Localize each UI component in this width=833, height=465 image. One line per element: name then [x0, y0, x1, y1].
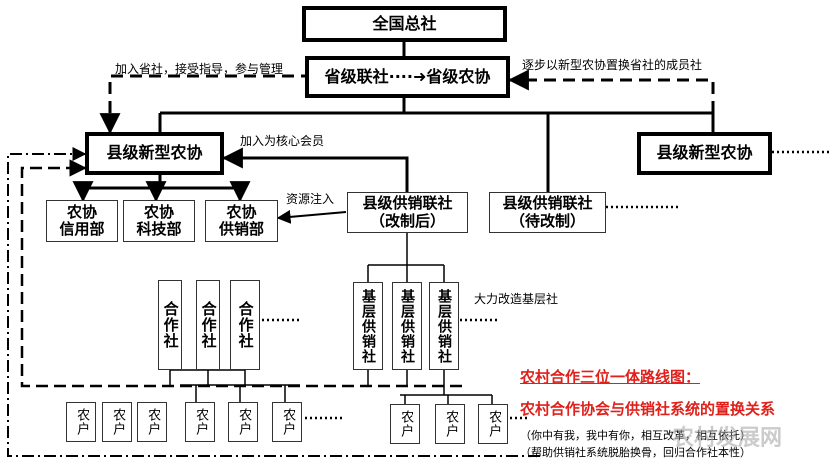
farmer-box: 农户 — [102, 402, 132, 442]
provincial-lianshe-label: 省级联社 — [324, 66, 389, 86]
legend-note-2: （帮助供销社系统脱胎换骨，回归合作社本性） — [520, 446, 751, 459]
farmer-box: 农户 — [66, 402, 96, 442]
county-left-label: 县级新型农协 — [106, 143, 203, 163]
county-right-label: 县级新型农协 — [656, 143, 753, 163]
credit-department-box: 农协 信用部 — [46, 200, 118, 242]
reform-grassroots-label: 大力改造基层社 — [474, 292, 559, 306]
county-supply-pending-box: 县级供销联社 （待改制） — [489, 192, 606, 233]
provincial-node: 省级联社 ····➜ 省级农协 — [305, 56, 510, 98]
legend-note-1: （你中有我，我中有你，相互改革，相互依托） — [520, 429, 751, 442]
watermark-logo: 农村发展网 — [672, 426, 783, 451]
national-federation-label: 全国总社 — [372, 13, 437, 33]
legend-title: 农村合作三位一体路线图： — [520, 368, 701, 386]
county-new-association-right: 县级新型农协 — [637, 132, 772, 175]
resource-injection-label: 资源注入 — [286, 192, 335, 206]
replace-members-label: 逐步以新型农协置换省社的成员社 — [522, 58, 703, 72]
farmer-box: 农户 — [272, 402, 302, 442]
farmer-box: 农户 — [478, 404, 508, 444]
national-federation-node: 全国总社 — [302, 6, 507, 42]
farmer-box: 农户 — [435, 404, 465, 444]
cooperative-box: 合作社 — [230, 280, 260, 370]
county-new-association-left: 县级新型农协 — [85, 132, 224, 175]
grassroots-supply-coop-box: 基层供销社 — [392, 282, 422, 370]
tech-department-box: 农协 科技部 — [123, 200, 195, 242]
join-provincial-label: 加入省社，接受指导，参与管理 — [115, 62, 284, 76]
farmer-box: 农户 — [137, 402, 167, 442]
join-core-member-label: 加入为核心会员 — [240, 134, 325, 148]
grassroots-supply-coop-box: 基层供销社 — [429, 282, 459, 370]
provincial-arrow: ····➜ — [388, 66, 427, 86]
legend-subtitle: 农村合作协会与供销社系统的置换关系 — [520, 400, 776, 418]
cooperative-box: 合作社 — [196, 280, 220, 370]
farmer-box: 农户 — [185, 402, 215, 442]
supply-department-box: 农协 供销部 — [205, 200, 278, 242]
farmer-box: 农户 — [390, 404, 420, 444]
cooperative-box: 合作社 — [158, 280, 182, 370]
grassroots-supply-coop-box: 基层供销社 — [353, 282, 383, 370]
county-supply-reformed-box: 县级供销联社 （改制后） — [347, 192, 468, 233]
provincial-nongxie-label: 省级农协 — [426, 66, 491, 86]
farmer-box: 农户 — [228, 402, 258, 442]
